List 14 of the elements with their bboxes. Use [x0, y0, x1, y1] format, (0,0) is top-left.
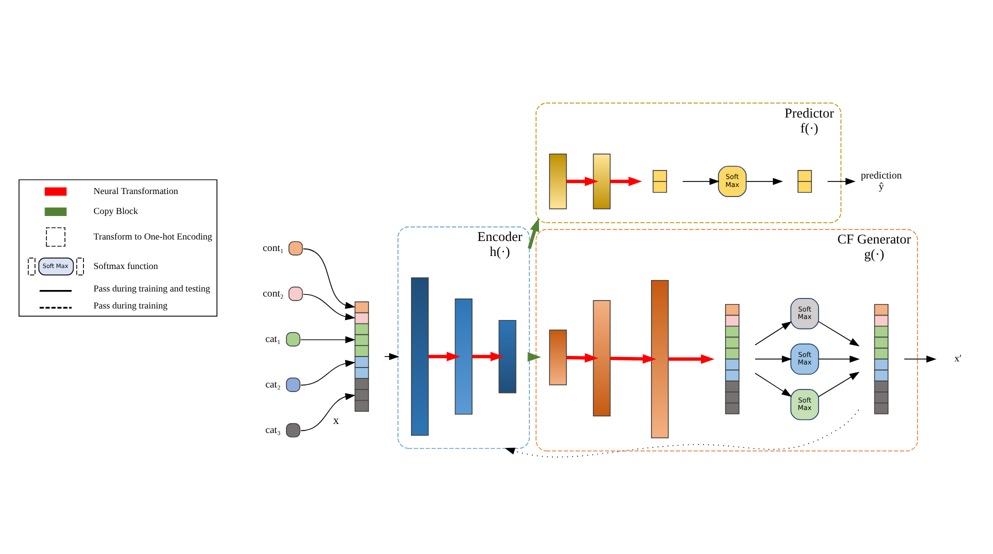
node-label: cat₂ — [265, 379, 281, 390]
legend-label: Pass during training and testing — [94, 284, 210, 295]
node-text: x′ — [954, 354, 962, 365]
legend-label: Copy Block — [94, 207, 138, 218]
legend-label: Pass during training — [94, 301, 168, 312]
node-label: cont₂ — [262, 288, 284, 300]
legend-label: Transform to One-hot Encoding — [94, 232, 212, 242]
legend-label: Neural Transformation — [94, 186, 178, 197]
node-label: x — [333, 414, 340, 428]
node-label: cat₃ — [265, 424, 281, 436]
node-text: prediction ŷ — [860, 170, 902, 193]
node-label: cat₁ — [265, 334, 281, 345]
node-label: cont₁ — [262, 242, 284, 254]
legend-label: Softmax function — [94, 262, 158, 272]
